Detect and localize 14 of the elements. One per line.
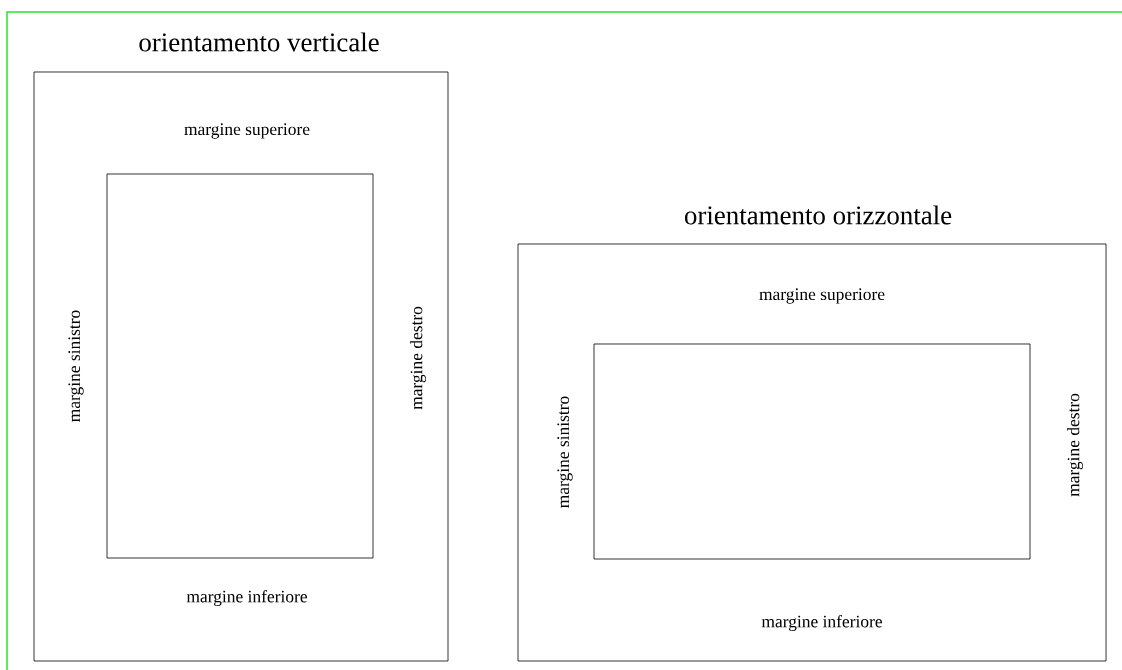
inner-rectangle <box>106 173 374 559</box>
margin-label: margine sinistro <box>557 396 573 508</box>
inner-rectangle <box>593 343 1031 560</box>
margin-label: margine inferiore <box>186 589 307 606</box>
page-rectangle <box>517 243 1107 662</box>
heading: orientamento verticale <box>139 32 379 52</box>
page-rectangle <box>33 71 449 662</box>
margin-label: margine superiore <box>759 288 885 304</box>
margin-label: margine superiore <box>184 123 310 139</box>
heading: orientamento orizzontale <box>685 205 952 225</box>
margin-label: margine sinistro <box>68 310 84 422</box>
margin-label: margine destro <box>410 306 426 410</box>
margin-label: margine destro <box>1067 393 1083 497</box>
margin-label: margine inferiore <box>761 614 882 631</box>
